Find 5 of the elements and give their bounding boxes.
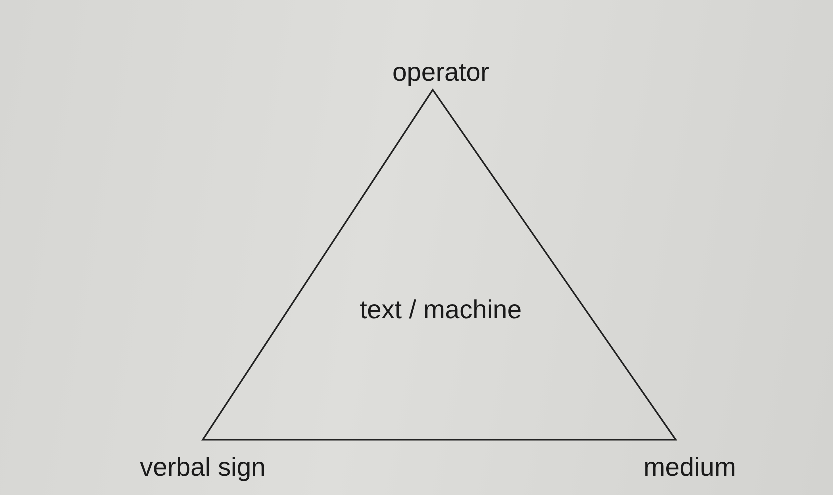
corner-label: medium: [644, 452, 736, 483]
node-label: text / machine: [360, 294, 522, 326]
corner-label: verbal sign: [140, 452, 266, 483]
corner-label: operator: [392, 57, 490, 88]
triangle: [203, 90, 676, 440]
